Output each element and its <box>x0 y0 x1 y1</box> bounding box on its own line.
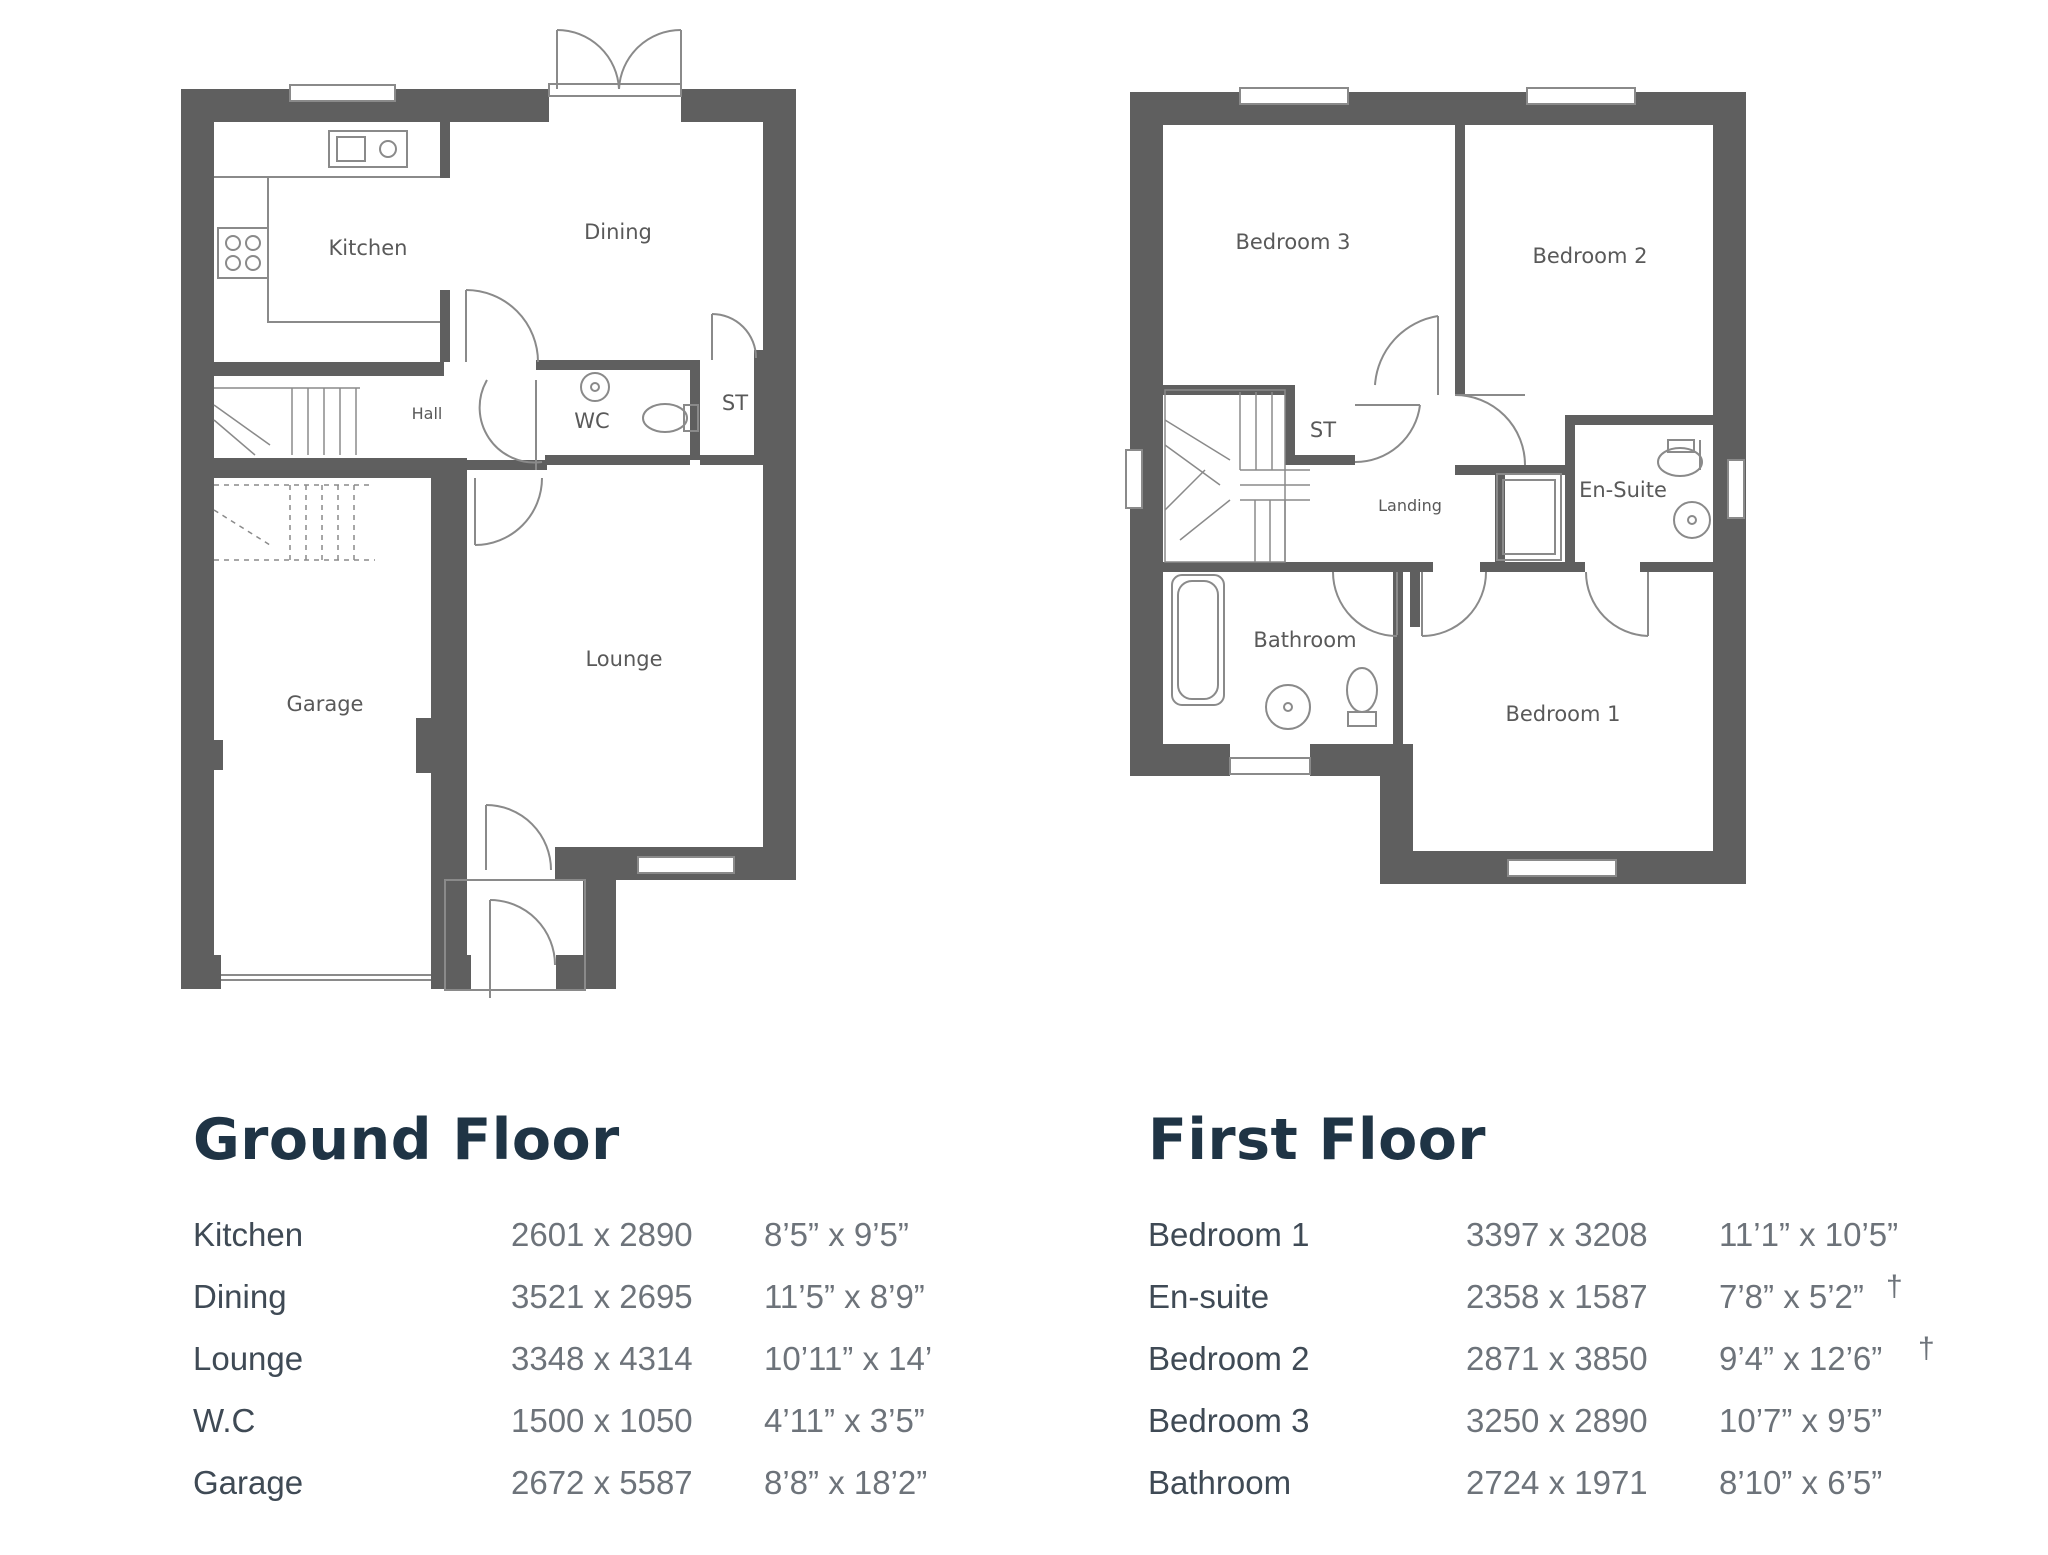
room-imperial: 9’4” x 12’6” <box>1719 1340 1883 1377</box>
room-metric: 2724 x 1971 <box>1466 1464 1648 1501</box>
schedule-row: W.C 1500 x 1050 4’11” x 3’5” <box>193 1401 973 1463</box>
first-floor-walls <box>1130 92 1746 884</box>
room-label-garage: Garage <box>287 692 364 716</box>
ground-floor-title: Ground Floor <box>193 1107 620 1173</box>
room-name: Garage <box>193 1464 304 1501</box>
first-floor-windows <box>1125 87 1745 877</box>
room-label-wc: WC <box>574 409 609 433</box>
room-imperial: 8’8” x 18’2” <box>764 1464 928 1501</box>
room-label-bedroom2: Bedroom 2 <box>1532 244 1647 268</box>
room-name: Bathroom <box>1148 1464 1292 1501</box>
room-label-bedroom1: Bedroom 1 <box>1505 702 1620 726</box>
room-label-hall: Hall <box>412 404 443 423</box>
first-floor-plan: Bedroom 3 Bedroom 2 ST Landing En-Suite … <box>1125 87 1746 884</box>
schedule-row: Kitchen 2601 x 2890 8’5” x 9’5” <box>193 1215 973 1277</box>
first-floor-title: First Floor <box>1148 1107 1487 1173</box>
room-label-bedroom3: Bedroom 3 <box>1235 230 1350 254</box>
schedule-row: En-suite 2358 x 1587 7’8” x 5’2” † <box>1148 1270 1968 1339</box>
ground-floor-stairs <box>213 387 375 561</box>
kitchen-units <box>214 130 440 323</box>
first-floor-doors <box>1332 315 1701 637</box>
room-label-dining: Dining <box>584 220 652 244</box>
room-name: W.C <box>193 1402 256 1439</box>
ground-floor-walls <box>181 89 796 989</box>
schedule-row: Bedroom 3 3250 x 2890 10’7” x 9’5” <box>1148 1401 1968 1463</box>
room-name: Dining <box>193 1278 287 1315</box>
room-metric: 3250 x 2890 <box>1466 1402 1648 1439</box>
room-imperial: 11’1” x 10’5” <box>1719 1216 1899 1253</box>
schedule-row: Bedroom 1 3397 x 3208 11’1” x 10’5” <box>1148 1215 1968 1277</box>
room-imperial: 11’5” x 8’9” <box>764 1278 925 1315</box>
ground-floor-windows <box>289 83 735 874</box>
ground-floor-schedule: Kitchen 2601 x 2890 8’5” x 9’5” Dining 3… <box>193 1215 973 1525</box>
room-label-st-first: ST <box>1310 418 1336 442</box>
french-doors <box>556 28 682 90</box>
schedule-row: Bathroom 2724 x 1971 8’10” x 6’5” <box>1148 1463 1968 1525</box>
room-metric: 2672 x 5587 <box>511 1464 693 1501</box>
room-metric: 2601 x 2890 <box>511 1216 693 1253</box>
room-metric: 2871 x 3850 <box>1466 1340 1648 1377</box>
ground-floor-plan: Kitchen Dining Hall WC ST Lounge Garage <box>181 28 796 998</box>
room-metric: 3348 x 4314 <box>511 1340 693 1377</box>
room-imperial: 4’11” x 3’5” <box>764 1402 925 1439</box>
room-name: En-suite <box>1148 1278 1270 1315</box>
first-floor-stairs <box>1164 389 1310 563</box>
room-name: Bedroom 1 <box>1148 1216 1310 1253</box>
room-metric: 2358 x 1587 <box>1466 1278 1648 1315</box>
bathroom-fixtures <box>1171 439 1711 730</box>
room-metric: 1500 x 1050 <box>511 1402 693 1439</box>
room-name: Bedroom 2 <box>1148 1340 1310 1377</box>
schedule-row: Dining 3521 x 2695 11’5” x 8’9” <box>193 1277 973 1339</box>
dagger-note: † <box>1918 1332 1935 1365</box>
room-name: Bedroom 3 <box>1148 1402 1310 1439</box>
room-imperial: 8’5” x 9’5” <box>764 1216 909 1253</box>
room-imperial: 8’10” x 6’5” <box>1719 1464 1883 1501</box>
room-label-bathroom: Bathroom <box>1253 628 1356 652</box>
room-label-lounge: Lounge <box>585 647 662 671</box>
room-label-kitchen: Kitchen <box>329 236 408 260</box>
room-imperial: 7’8” x 5’2” <box>1719 1278 1864 1315</box>
wc-fixtures <box>580 372 699 433</box>
schedule-row: Bedroom 2 2871 x 3850 9’4” x 12’6” † <box>1148 1332 1968 1401</box>
room-name: Kitchen <box>193 1216 304 1253</box>
room-name: Lounge <box>193 1340 304 1377</box>
garage-door <box>221 974 431 981</box>
schedule-row: Garage 2672 x 5587 8’8” x 18’2” <box>193 1463 973 1525</box>
first-floor-schedule: Bedroom 1 3397 x 3208 11’1” x 10’5” En-s… <box>1148 1215 1968 1525</box>
ground-floor-doors <box>444 289 757 998</box>
room-label-ensuite: En-Suite <box>1579 478 1667 502</box>
room-imperial: 10’7” x 9’5” <box>1719 1402 1883 1439</box>
room-label-landing: Landing <box>1378 496 1442 515</box>
schedule-row: Lounge 3348 x 4314 10’11” x 14’ <box>193 1339 973 1401</box>
room-label-st-ground: ST <box>722 391 748 415</box>
room-imperial: 10’11” x 14’ <box>764 1340 933 1377</box>
room-metric: 3521 x 2695 <box>511 1278 693 1315</box>
dagger-note: † <box>1886 1270 1903 1303</box>
room-metric: 3397 x 3208 <box>1466 1216 1648 1253</box>
